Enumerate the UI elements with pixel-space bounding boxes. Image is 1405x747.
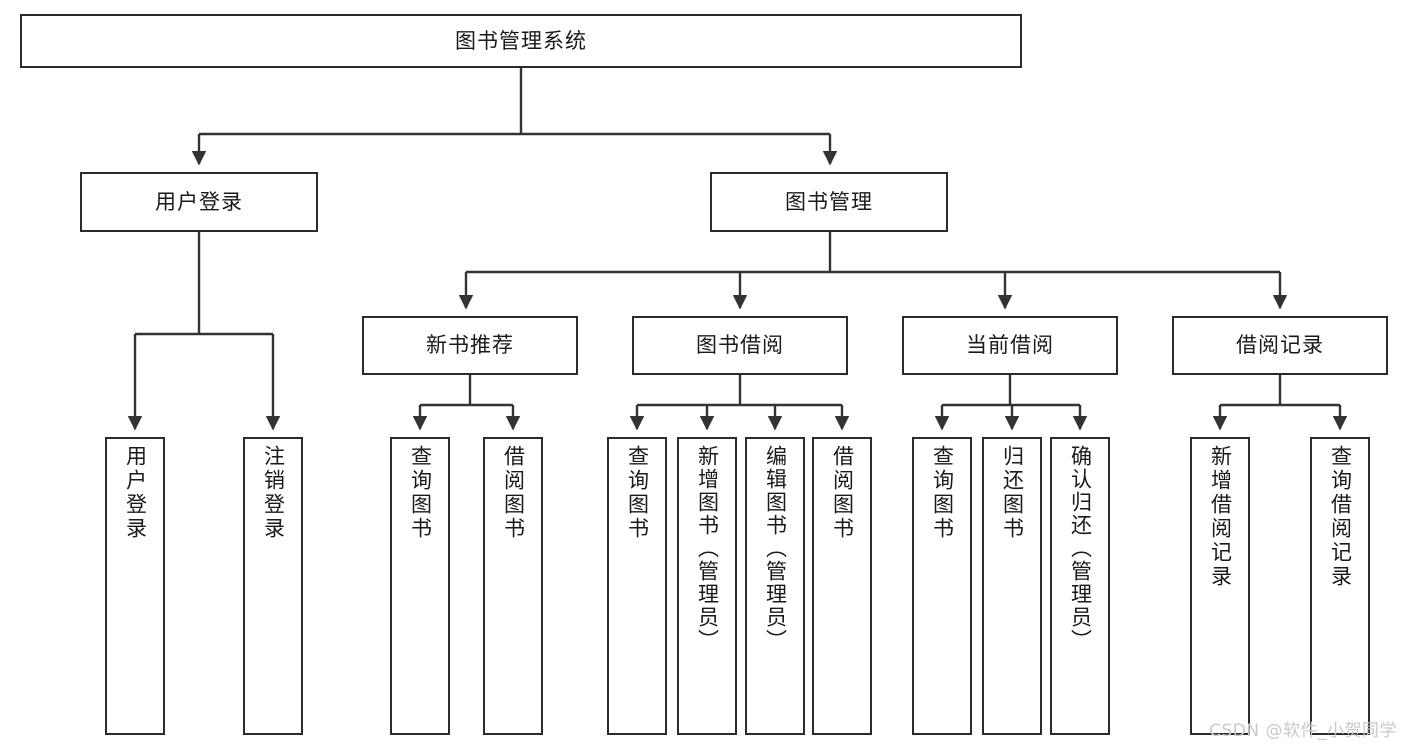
leaf-edit-book[interactable]: 编辑图书（管理员）	[745, 437, 805, 735]
leaf-user-login-label: 用户登录	[123, 445, 148, 541]
node-current-borrow[interactable]: 当前借阅	[902, 316, 1118, 375]
leaf-add-record-label: 新增借阅记录	[1208, 445, 1233, 589]
leaf-borrow-book-2-label: 借阅图书	[830, 445, 855, 541]
leaf-return-book[interactable]: 归还图书	[982, 437, 1042, 735]
watermark-text: CSDN @软件_小贺同学	[1209, 721, 1397, 741]
node-root-system[interactable]: 图书管理系统	[20, 14, 1022, 68]
leaf-query-record-label: 查询借阅记录	[1328, 445, 1353, 589]
leaf-confirm-return[interactable]: 确认归还（管理员）	[1050, 437, 1110, 735]
node-new-book-recommend[interactable]: 新书推荐	[362, 316, 578, 375]
node-book-management-label: 图书管理	[785, 189, 873, 214]
leaf-return-book-label: 归还图书	[1000, 445, 1025, 541]
leaf-logout-label: 注销登录	[261, 445, 286, 541]
leaf-borrow-book-2[interactable]: 借阅图书	[812, 437, 872, 735]
leaf-query-book-3[interactable]: 查询图书	[912, 437, 972, 735]
node-book-borrow[interactable]: 图书借阅	[632, 316, 848, 375]
leaf-logout[interactable]: 注销登录	[243, 437, 303, 735]
leaf-add-book[interactable]: 新增图书（管理员）	[677, 437, 737, 735]
leaf-query-book-3-label: 查询图书	[930, 445, 955, 541]
leaf-query-book-2[interactable]: 查询图书	[607, 437, 667, 735]
leaf-query-book-1-label: 查询图书	[408, 445, 433, 541]
node-user-login[interactable]: 用户登录	[80, 172, 318, 232]
leaf-add-book-label: 新增图书（管理员）	[695, 445, 720, 652]
node-borrow-record-label: 借阅记录	[1236, 333, 1324, 358]
leaf-query-record[interactable]: 查询借阅记录	[1310, 437, 1370, 735]
node-book-borrow-label: 图书借阅	[696, 333, 784, 358]
node-user-login-label: 用户登录	[155, 189, 243, 214]
leaf-confirm-return-label: 确认归还（管理员）	[1068, 445, 1093, 652]
node-new-book-recommend-label: 新书推荐	[426, 333, 514, 358]
leaf-user-login[interactable]: 用户登录	[105, 437, 165, 735]
leaf-query-book-1[interactable]: 查询图书	[390, 437, 450, 735]
leaf-borrow-book-1-label: 借阅图书	[501, 445, 526, 541]
leaf-edit-book-label: 编辑图书（管理员）	[763, 445, 788, 652]
node-borrow-record[interactable]: 借阅记录	[1172, 316, 1388, 375]
leaf-add-record[interactable]: 新增借阅记录	[1190, 437, 1250, 735]
node-book-management[interactable]: 图书管理	[710, 172, 948, 232]
leaf-query-book-2-label: 查询图书	[625, 445, 650, 541]
node-current-borrow-label: 当前借阅	[966, 333, 1054, 358]
node-root-system-label: 图书管理系统	[455, 28, 587, 53]
leaf-borrow-book-1[interactable]: 借阅图书	[483, 437, 543, 735]
